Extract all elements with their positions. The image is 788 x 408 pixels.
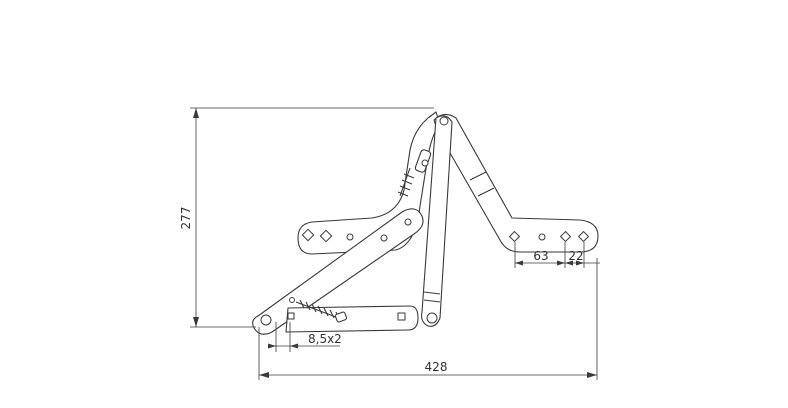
width-dimension-label: 428 — [425, 360, 448, 374]
plate-hole-round — [346, 233, 354, 241]
plate-hole-square — [319, 229, 333, 243]
diagonal-hole — [289, 297, 295, 303]
bottom-bar — [285, 305, 419, 333]
lower-spring — [295, 299, 348, 323]
vertical-link — [421, 115, 453, 327]
bracket-hole-square — [508, 230, 521, 243]
bracket-hole-round — [538, 233, 546, 241]
bar-hole-square — [397, 312, 406, 321]
pivot-top — [439, 116, 449, 126]
height-dimension-label: 277 — [179, 207, 193, 230]
diagonal-arm — [252, 208, 424, 335]
diagonal-pivot — [260, 314, 272, 326]
spacing-dimension-label-1: 63 — [533, 249, 548, 263]
mounting-plate — [297, 111, 441, 255]
bracket-hole-square — [577, 230, 590, 243]
diagonal-hole — [380, 234, 388, 242]
plate-hole-square — [301, 228, 315, 242]
dimensions: 277 428 8,5x2 63 22 — [179, 107, 600, 380]
link-detail-line — [423, 291, 441, 303]
pivot-bottom — [426, 312, 438, 324]
bar-hole-square — [287, 312, 295, 320]
pin-dimension-label: 8,5x2 — [308, 332, 342, 346]
mechanism — [252, 111, 599, 335]
arm-detail-line — [469, 171, 495, 197]
diagonal-hole — [404, 218, 412, 226]
right-arm — [433, 113, 599, 253]
upper-spring — [397, 149, 432, 197]
bracket-hole-square — [559, 230, 572, 243]
spacing-dimension-label-2: 22 — [568, 249, 583, 263]
